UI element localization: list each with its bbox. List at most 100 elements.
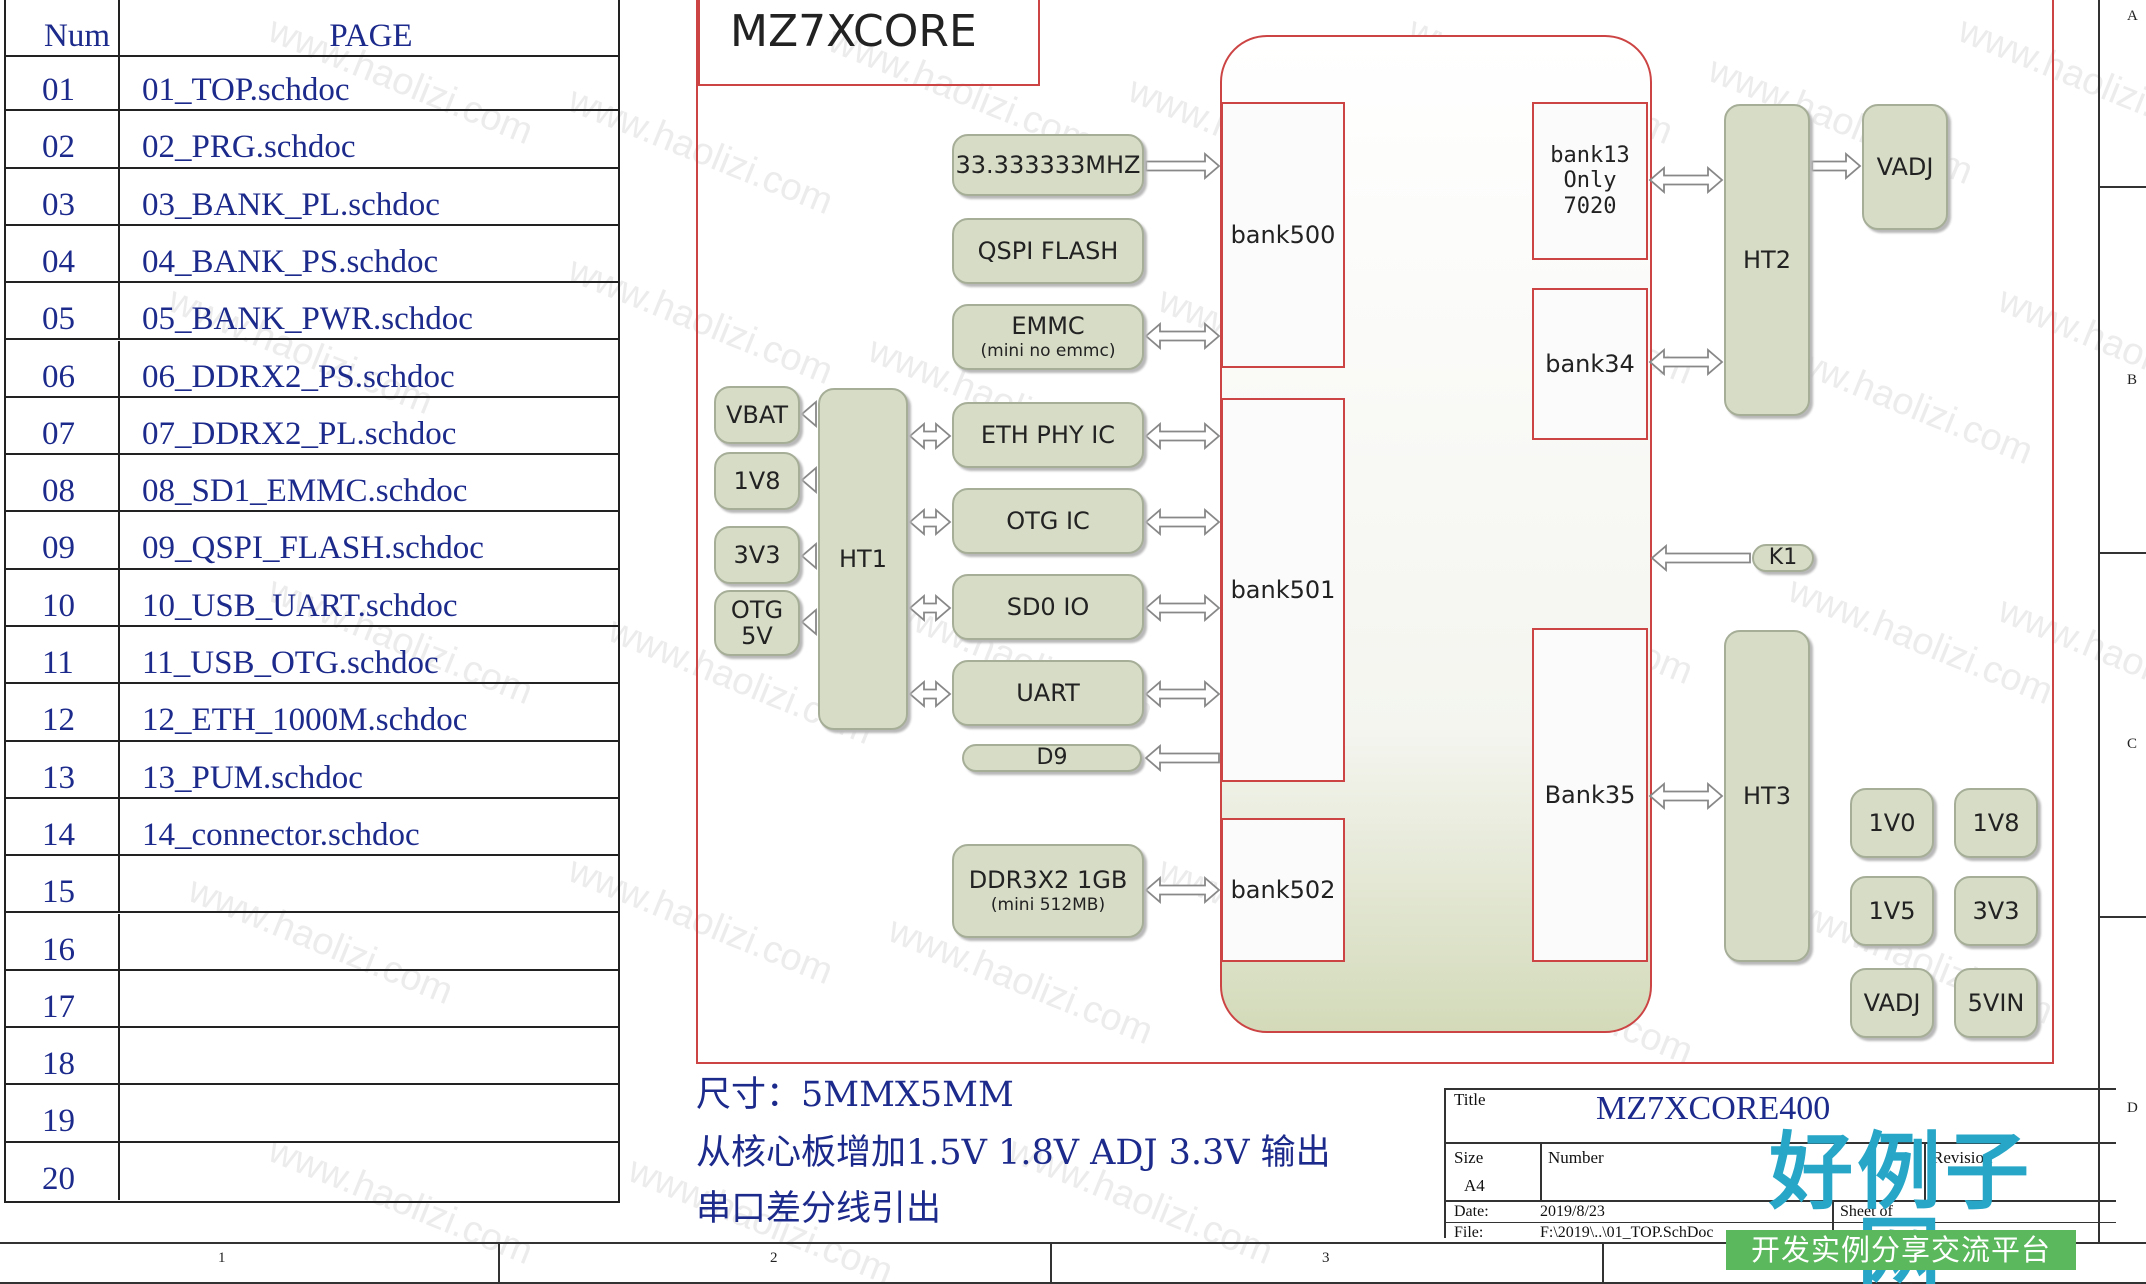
size-label: Size <box>1454 1148 1484 1167</box>
row-num: 07 <box>6 397 120 454</box>
3v3-rail-left: 3V3 <box>714 526 800 584</box>
ht2-connector: HT2 <box>1724 104 1810 416</box>
connector-arrow <box>1648 166 1724 194</box>
bank501-block: bank501 <box>1221 398 1345 782</box>
zone-label-3: 3 <box>1322 1250 1330 1266</box>
emmc-sublabel: (mini no emmc) <box>980 341 1116 362</box>
row-page-file: 08_SD1_EMMC.schdoc <box>142 473 468 510</box>
header-page: PAGE <box>329 18 413 54</box>
table-row: 17 <box>6 970 618 1029</box>
file-value: F:\2019\..\01_TOP.SchDoc <box>1540 1224 1714 1241</box>
power-rail-vadj: VADJ <box>1850 968 1934 1038</box>
ddr-sublabel: (mini 512MB) <box>990 895 1106 916</box>
note-uart-differential: 串口差分线引出 <box>696 1189 942 1229</box>
logo-sub-text: 开发实例分享交流平台 <box>1726 1230 2076 1270</box>
row-num: 20 <box>6 1142 120 1200</box>
connector-arrow <box>800 542 817 570</box>
power-rail-1v5: 1V5 <box>1850 876 1934 946</box>
connector-arrow <box>1144 422 1221 450</box>
row-num: 12 <box>6 684 120 740</box>
zone-label-c: C <box>2127 736 2138 752</box>
connector-arrow <box>1144 680 1221 708</box>
row-page-file: 06_DDRX2_PS.schdoc <box>142 358 455 395</box>
number-label: Number <box>1548 1148 1604 1167</box>
connector-arrow <box>1144 508 1221 536</box>
k1-block: K1 <box>1752 544 1814 572</box>
connector-arrow <box>908 594 952 622</box>
connector-arrows <box>800 152 1862 904</box>
bank502-block: bank502 <box>1221 818 1345 962</box>
row-page-file: 07_DDRX2_PL.schdoc <box>142 415 457 452</box>
row-num: 10 <box>6 569 120 625</box>
connector-arrow <box>800 400 817 428</box>
row-page-file: 01_TOP.schdoc <box>142 72 350 108</box>
table-row: 15 <box>6 856 618 914</box>
row-num: 11 <box>6 627 120 683</box>
size-value: A4 <box>1464 1176 1485 1195</box>
connector-arrow <box>1144 322 1221 350</box>
ddr-block: DDR3X2 1GB (mini 512MB) <box>952 844 1144 938</box>
table-row: 16 <box>6 913 618 971</box>
table-row: 09 09_QSPI_FLASH.schdoc <box>6 512 618 570</box>
row-num: 19 <box>6 1085 120 1141</box>
emmc-label: EMMC <box>1011 312 1085 341</box>
connector-arrow <box>800 608 817 636</box>
title-value: MZ7XCORE400 <box>1596 1090 1831 1127</box>
row-page-file: 12_ETH_1000M.schdoc <box>142 702 468 739</box>
row-page-file: 09_QSPI_FLASH.schdoc <box>142 530 484 567</box>
connector-arrow <box>1811 152 1862 180</box>
emmc-block: EMMC (mini no emmc) <box>952 304 1144 370</box>
eth-phy-block: ETH PHY IC <box>952 402 1144 468</box>
diagram-border <box>696 0 2054 1064</box>
ht1-connector: HT1 <box>818 388 908 730</box>
row-num: 15 <box>6 856 120 912</box>
diagram-title-box <box>698 0 1040 86</box>
row-page-file: 14_connector.schdoc <box>142 816 420 853</box>
connector-arrow <box>908 422 952 450</box>
header-num: Num <box>6 0 120 56</box>
vadj-top-rail: VADJ <box>1862 104 1948 230</box>
power-rail-1v8: 1V8 <box>1954 788 2038 858</box>
connector-arrow <box>1144 876 1221 904</box>
table-row: 14 14_connector.schdoc <box>6 798 618 857</box>
connector-arrow <box>1648 782 1724 810</box>
date-value: 2019/8/23 <box>1540 1203 1605 1220</box>
bank34-block: bank34 <box>1532 288 1648 440</box>
sheet-label: Sheet of <box>1840 1203 1893 1220</box>
row-page-file: 02_PRG.schdoc <box>142 129 356 166</box>
zone-label-b: B <box>2127 372 2138 388</box>
haolizi-logo: 好例子网 开发实例分享交流平台 <box>1726 1130 2076 1284</box>
bank13-block: bank13 Only 7020 <box>1532 102 1648 260</box>
otg-ic-block: OTG IC <box>952 488 1144 554</box>
date-label: Date: <box>1454 1203 1489 1220</box>
connector-arrow <box>908 680 952 708</box>
row-num: 03 <box>6 168 120 224</box>
zone-label-1: 1 <box>218 1250 226 1266</box>
row-page-file: 03_BANK_PL.schdoc <box>142 186 440 223</box>
row-num: 14 <box>6 798 120 855</box>
power-rail-3v3: 3V3 <box>1954 876 2038 946</box>
note-power-outputs: 从核心板增加1.5V 1.8V ADJ 3.3V 输出 <box>696 1133 1331 1173</box>
row-num: 09 <box>6 512 120 568</box>
sd0-io-block: SD0 IO <box>952 574 1144 640</box>
diagram-title: MZ7XCORE <box>730 5 977 57</box>
zone-label-2: 2 <box>770 1250 778 1266</box>
power-rail-1v0: 1V0 <box>1850 788 1934 858</box>
row-page-file: 04_BANK_PS.schdoc <box>142 243 439 280</box>
connector-arrow <box>800 466 817 494</box>
title-label: Title <box>1454 1090 1486 1109</box>
connector-arrow <box>1144 744 1220 772</box>
ht3-connector: HT3 <box>1724 630 1810 962</box>
zone-label-a: A <box>2127 8 2138 24</box>
